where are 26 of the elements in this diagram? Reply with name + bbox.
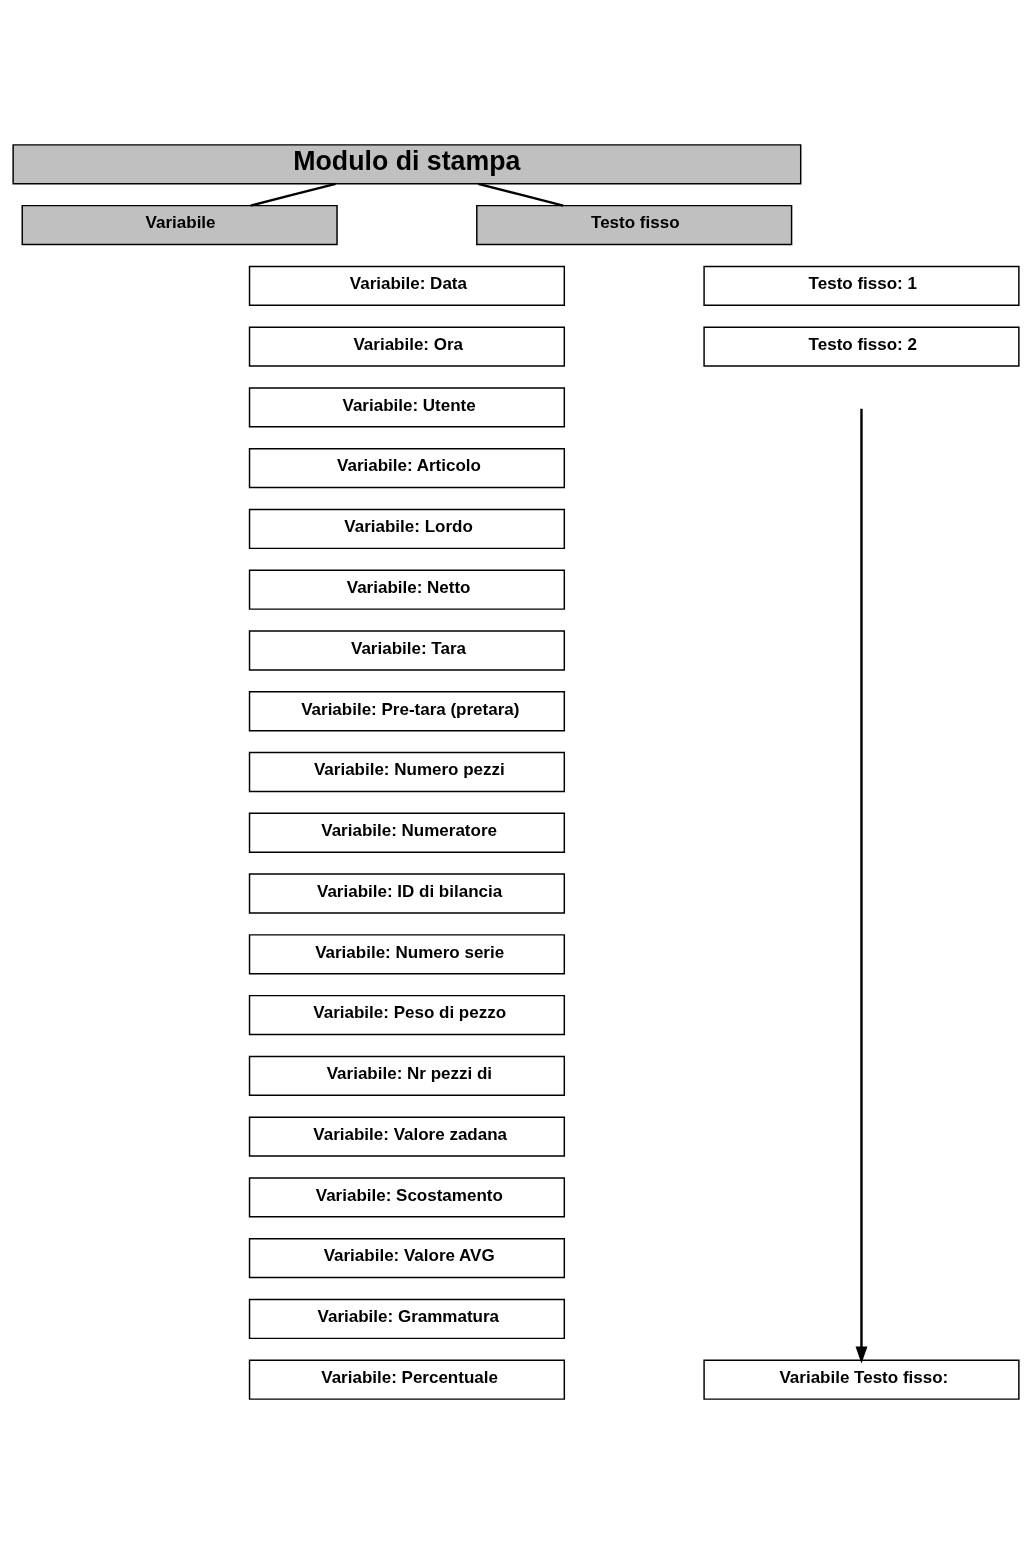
- node-box: Variabile: ID di bilancia: [248, 872, 566, 914]
- node-box: Variabile: Lordo: [248, 508, 566, 549]
- node-box: Testo fisso: 2: [703, 325, 1020, 367]
- node-box: Variabile: Netto: [248, 569, 566, 610]
- node-box: Variabile: Numeratore: [248, 812, 566, 853]
- node-box: Variabile: [21, 204, 338, 245]
- arrow: [855, 408, 868, 1364]
- node-box: Modulo di stampa: [12, 143, 802, 184]
- node-box: Variabile: Data: [248, 265, 566, 306]
- node-box: Variabile: Peso di pezzo: [248, 994, 566, 1035]
- node-box: Variabile: Grammatura: [248, 1298, 566, 1339]
- node-box: Variabile: Ora: [248, 325, 566, 367]
- node-box: Variabile: Numero pezzi: [248, 751, 566, 792]
- node-box: Variabile: Scostamento: [248, 1176, 566, 1218]
- node-box: Variabile: Tara: [248, 629, 566, 671]
- node-box: Variabile: Pre-tara (pretara): [248, 690, 566, 731]
- node-box: Variabile Testo fisso:: [703, 1359, 1020, 1400]
- node-box: Variabile: Numero serie: [248, 933, 566, 974]
- node-box: Variabile: Percentuale: [248, 1359, 566, 1400]
- node-box: Variabile: Valore AVG: [248, 1237, 566, 1278]
- node-box: Variabile: Articolo: [248, 447, 566, 488]
- node-box: Testo fisso: [476, 204, 793, 245]
- node-box: Variabile: Utente: [248, 386, 566, 428]
- node-box: Variabile: Valore zadana: [248, 1115, 566, 1157]
- node-box: Variabile: Nr pezzi di: [248, 1055, 566, 1096]
- node-box: Testo fisso: 1: [703, 265, 1020, 306]
